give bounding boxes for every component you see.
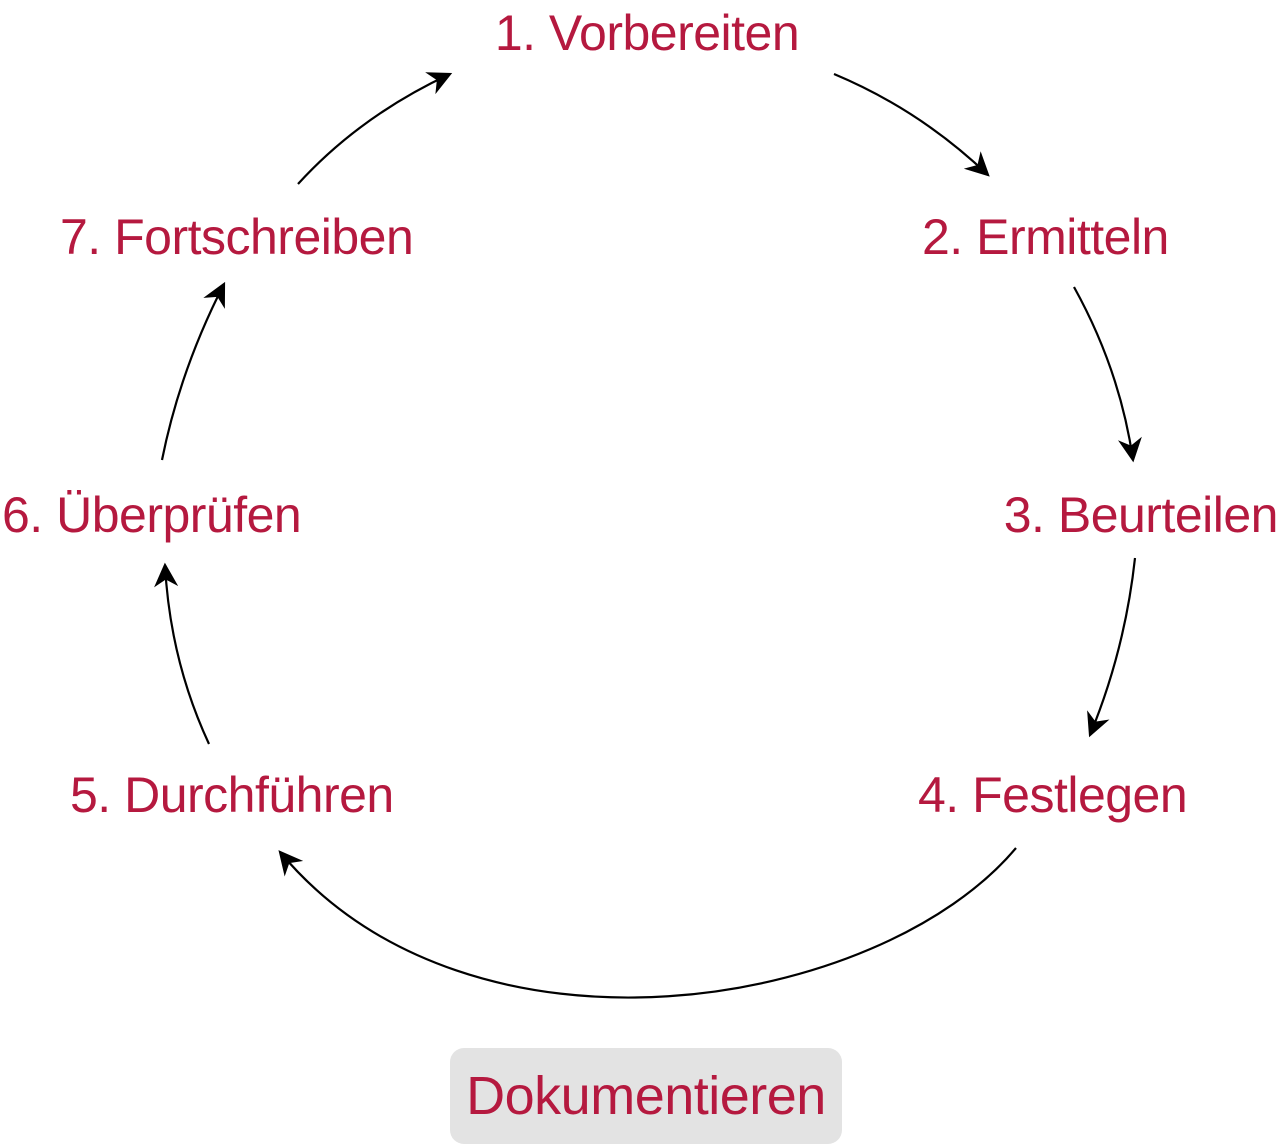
arrow-4-to-5 (278, 847, 1017, 999)
step-6-label: 6. Überprüfen (2, 487, 302, 543)
arrow-6-to-7 (160, 281, 226, 461)
step-4-label: 4. Festlegen (918, 767, 1188, 823)
step-2-label: 2. Ermitteln (922, 209, 1169, 265)
documentation-label: Dokumentieren (466, 1066, 826, 1126)
arrow-1-to-2 (833, 72, 990, 177)
step-5-label: 5. Durchführen (70, 767, 394, 823)
arrow-5-to-6 (154, 562, 210, 745)
documentation-box: Dokumentieren (450, 1048, 842, 1144)
arrow-7-to-1 (297, 72, 453, 185)
step-1-label: 1. Vorbereiten (494, 5, 800, 61)
arrow-3-to-4 (1087, 557, 1137, 738)
arrow-2-to-3 (1073, 286, 1142, 463)
step-3-label: 3. Beurteilen (1003, 487, 1279, 543)
step-7-label: 7. Fortschreiben (60, 209, 414, 265)
